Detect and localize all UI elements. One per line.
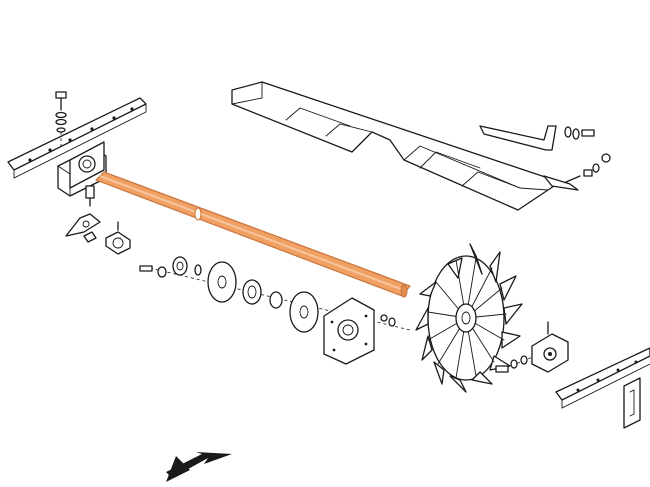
left-mounting-rail xyxy=(7,97,147,179)
bracket-bolt-set xyxy=(564,126,595,140)
nut-small xyxy=(83,231,97,243)
arrow-down-left-icon xyxy=(166,452,232,482)
bearing-stack xyxy=(139,256,411,333)
left-bearing-housing xyxy=(57,141,107,197)
drive-shaft-highlighted xyxy=(95,171,411,298)
right-mounting-rail xyxy=(555,347,650,429)
top-left-bolt xyxy=(55,91,67,150)
set-collar xyxy=(105,221,131,255)
right-bearing-block xyxy=(495,321,569,373)
upper-cover-panel xyxy=(231,81,579,211)
deflector-bracket xyxy=(479,125,557,151)
spacer-washers xyxy=(380,314,396,327)
fan-rotor xyxy=(415,243,523,393)
locking-clip xyxy=(65,213,101,237)
cover-bolt-set xyxy=(565,153,611,183)
grease-nipple xyxy=(85,185,95,207)
bearing-flange-plate xyxy=(323,297,375,365)
